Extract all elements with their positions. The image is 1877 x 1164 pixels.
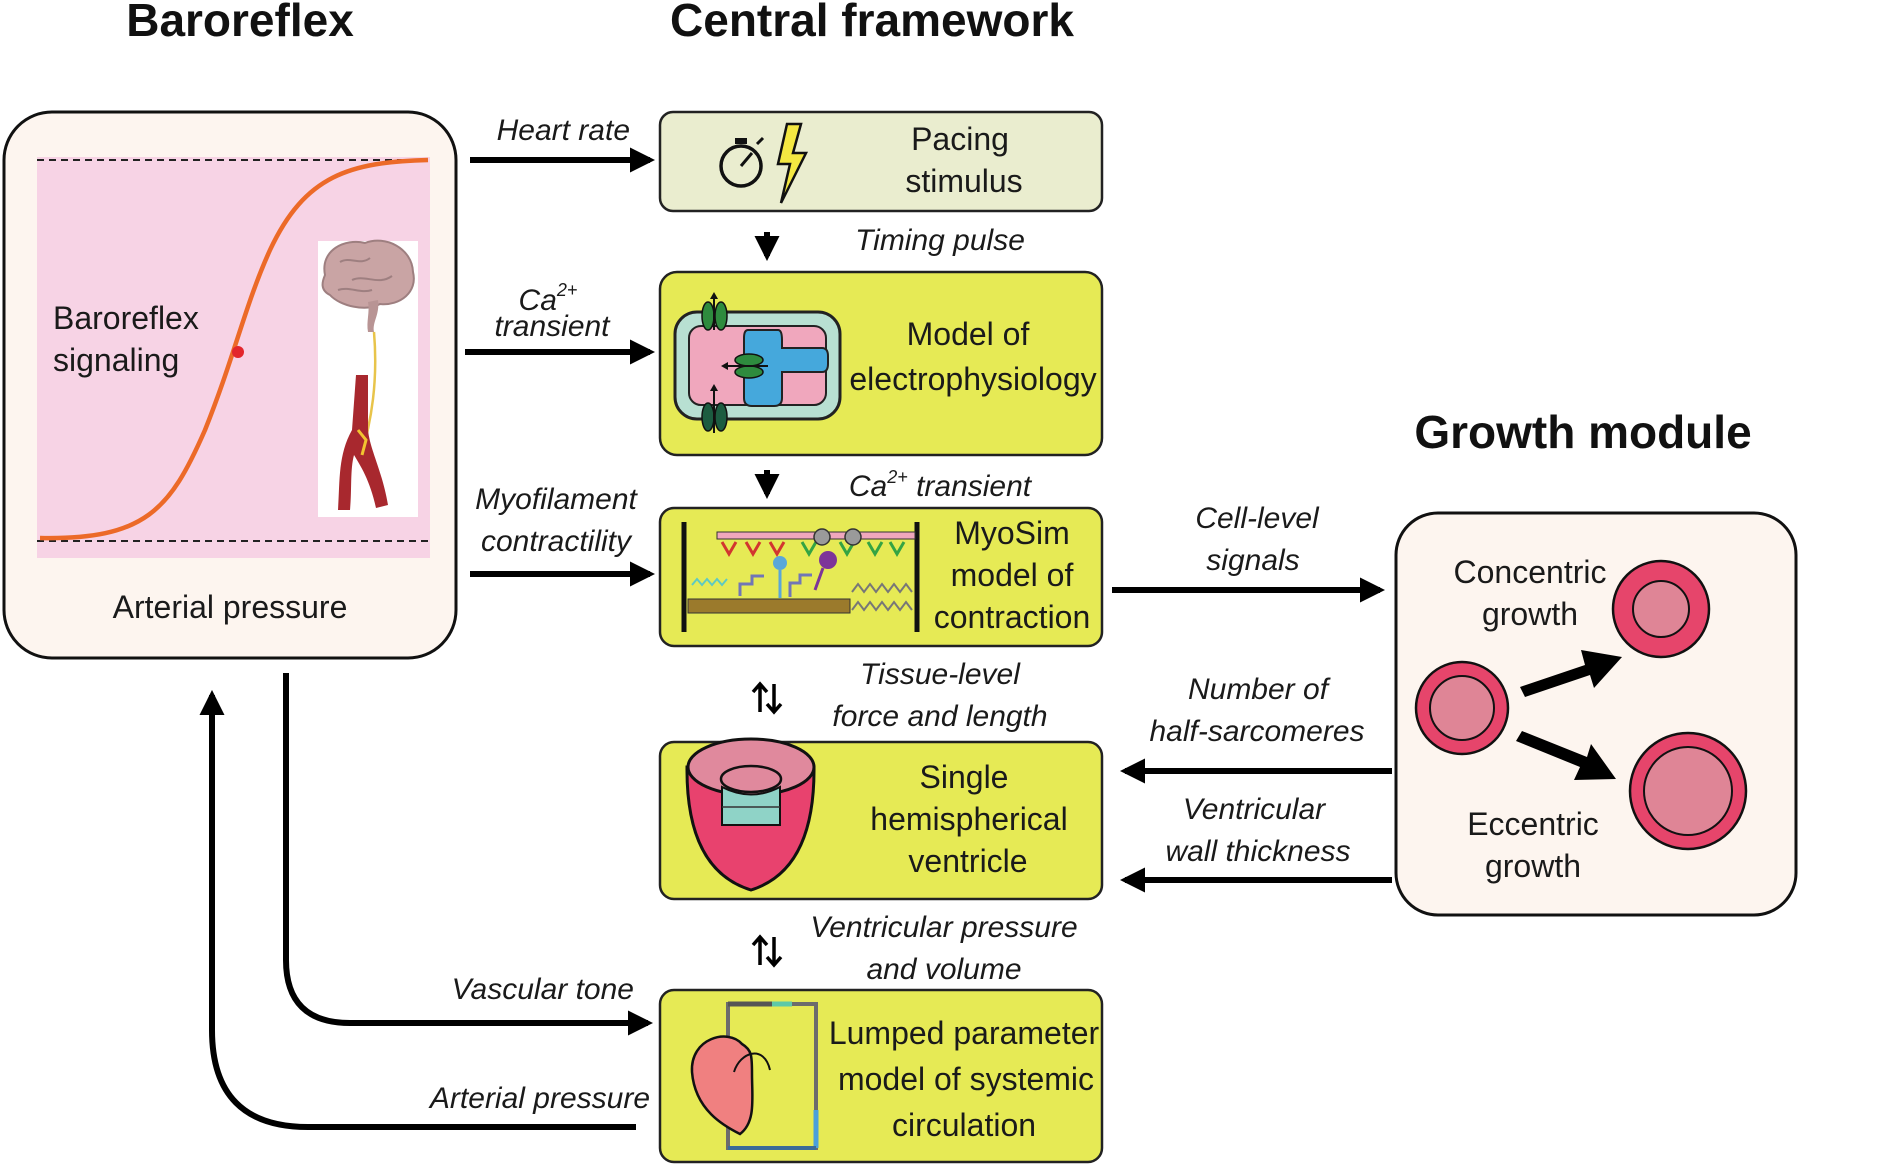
pacing-stimulus-box: Pacing stimulus xyxy=(658,110,1104,213)
lightning-icon xyxy=(776,122,809,204)
circulation-loop-icon xyxy=(690,1001,819,1150)
label-arterial-pressure: Arterial pressure xyxy=(428,1082,650,1115)
base-cell-inner xyxy=(1429,675,1495,741)
concentric-text-2: growth xyxy=(1482,596,1578,632)
label-cell-level-2: signals xyxy=(1206,544,1299,577)
arrow-arterial-pressure-feedback xyxy=(199,689,636,1130)
arrow-to-eccentric xyxy=(1516,731,1616,780)
concentric-text-1: Concentric xyxy=(1454,554,1607,590)
label-ca-mid-tail: transient xyxy=(908,470,1033,503)
label-tissue-level-1: Tissue-level xyxy=(860,658,1021,691)
electrophysiology-box: Model of electrophysiology xyxy=(658,270,1104,457)
brain-carotid-illustration xyxy=(318,239,418,517)
myosim-text-2: model of xyxy=(951,557,1074,593)
heading-growth-module: Growth module xyxy=(1414,406,1751,458)
heading-central-framework: Central framework xyxy=(670,0,1074,46)
ventricle-box: Single hemispherical ventricle xyxy=(658,737,1104,901)
sarcomere-icon xyxy=(681,522,920,632)
ventricle-text-3: ventricle xyxy=(908,843,1027,879)
label-vascular-tone: Vascular tone xyxy=(452,973,634,1006)
eccentric-text-2: growth xyxy=(1485,848,1581,884)
label-ca-superscript: 2+ xyxy=(556,280,578,300)
baroreflex-label-line1: Baroreflex xyxy=(53,300,199,336)
label-ventricular-pv-1: Ventricular pressure xyxy=(810,911,1077,944)
hemisphere-ventricle-icon xyxy=(685,737,816,892)
heading-baroreflex: Baroreflex xyxy=(126,0,354,46)
label-timing-pulse: Timing pulse xyxy=(855,224,1025,257)
circulation-text-2: model of systemic xyxy=(838,1061,1094,1097)
myosim-text-3: contraction xyxy=(934,599,1091,635)
circulation-text-3: circulation xyxy=(892,1107,1036,1143)
label-wall-thickness-2: wall thickness xyxy=(1165,835,1350,868)
label-ca-transient-2: transient xyxy=(494,310,611,343)
bidirectional-arrows xyxy=(751,681,783,968)
stopwatch-icon xyxy=(719,136,765,188)
electrophysiology-text-1: Model of xyxy=(907,316,1030,352)
label-ca-mid-superscript: 2+ xyxy=(886,467,908,487)
baroreflex-label-line2: signaling xyxy=(53,342,179,378)
arrow-to-concentric xyxy=(1520,650,1622,697)
ventricle-text-1: Single xyxy=(920,759,1009,795)
baroreflex-sigmoid-curve xyxy=(39,157,429,541)
label-half-sarcomeres-2: half-sarcomeres xyxy=(1149,715,1364,748)
connector-arrows xyxy=(199,147,1392,1130)
label-ca-transient-1: Ca2+ xyxy=(519,280,578,317)
myosim-box: MyoSim model of contraction xyxy=(658,506,1104,648)
label-wall-thickness-1: Ventricular xyxy=(1183,793,1326,826)
label-ca-transient-mid: Ca2+ transient xyxy=(849,467,1033,503)
circulation-box: Lumped parameter model of systemic circu… xyxy=(658,988,1104,1164)
label-heart-rate: Heart rate xyxy=(497,114,630,147)
myosim-text-1: MyoSim xyxy=(954,515,1070,551)
label-ca-base: Ca xyxy=(519,284,557,317)
label-tissue-level-2: force and length xyxy=(832,700,1047,733)
concentric-cell-inner xyxy=(1632,580,1690,638)
electrophysiology-text-2: electrophysiology xyxy=(849,361,1096,397)
arrow-vascular-tone xyxy=(283,673,654,1036)
pacing-text-1: Pacing xyxy=(911,121,1009,157)
baroreflex-panel: Baroreflex signaling Arterial pressure xyxy=(2,110,458,660)
growth-module-panel: Concentric growth Eccentric growth xyxy=(1394,511,1798,917)
pacing-text-2: stimulus xyxy=(905,163,1022,199)
label-ventricular-pv-2: and volume xyxy=(866,953,1021,986)
label-myofilament-1: Myofilament xyxy=(475,483,638,516)
label-half-sarcomeres-1: Number of xyxy=(1188,673,1331,706)
cell-channel-icon xyxy=(673,292,842,433)
label-ca-mid-base: Ca xyxy=(849,470,887,503)
circulation-text-1: Lumped parameter xyxy=(829,1015,1100,1051)
eccentric-text-1: Eccentric xyxy=(1467,806,1599,842)
label-cell-level-1: Cell-level xyxy=(1195,502,1320,535)
baroreflex-xaxis-label: Arterial pressure xyxy=(113,589,348,625)
label-myofilament-2: contractility xyxy=(481,525,633,558)
ventricle-text-2: hemispherical xyxy=(870,801,1067,837)
eccentric-cell-inner xyxy=(1643,746,1733,836)
operating-point-marker xyxy=(232,346,244,358)
